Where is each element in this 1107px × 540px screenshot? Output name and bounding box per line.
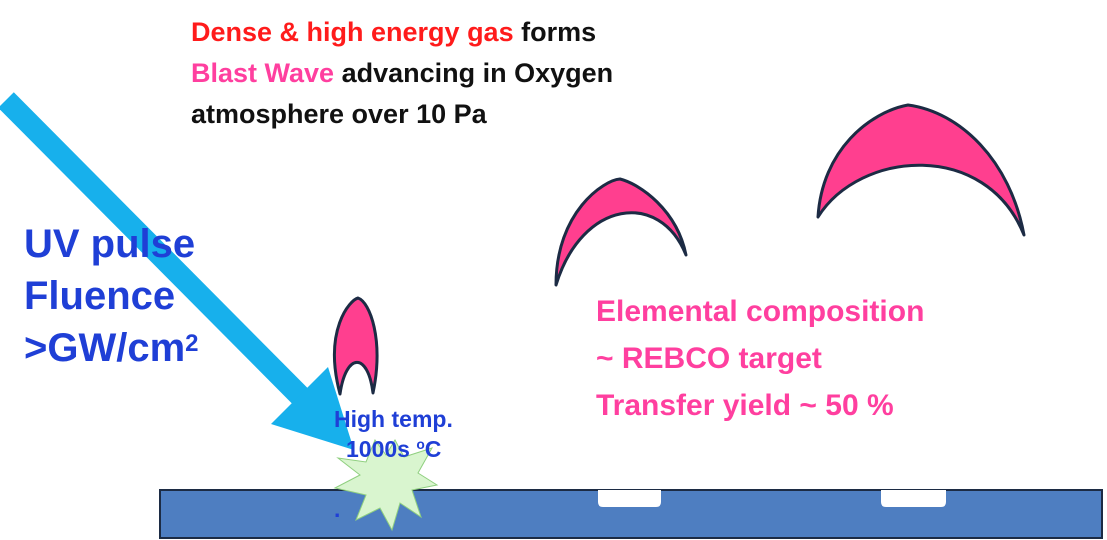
stray-mark: . xyxy=(334,496,341,522)
composition-line-1: Elemental composition xyxy=(596,295,925,328)
uv-pulse-label: UV pulse Fluence >GW/cm2 xyxy=(24,218,199,374)
substrate-notch xyxy=(598,490,661,507)
blast-wave-highlight: Blast Wave xyxy=(191,58,335,88)
high-temp-line-1: High temp. xyxy=(334,406,453,432)
degree-mark: o xyxy=(416,437,425,452)
headline-text: forms xyxy=(513,17,597,47)
high-temp-label: High temp. 1000s oC xyxy=(334,404,453,464)
uv-laser-arrow-head xyxy=(271,367,354,450)
headline-line-2: Blast Wave advancing in Oxygen xyxy=(191,53,613,94)
headline-line-1: Dense & high energy gas forms xyxy=(191,12,613,53)
blast-wave-plume-medium xyxy=(554,177,688,287)
uv-pulse-line-3: >GW/cm2 xyxy=(24,322,199,374)
composition-label: Elemental composition ~ REBCO target Tra… xyxy=(596,288,924,429)
fluence-exponent: 2 xyxy=(185,330,199,357)
blast-wave-plume-small xyxy=(333,296,379,396)
composition-line-2: ~ REBCO target xyxy=(596,342,822,375)
temperature-value: 1000s xyxy=(346,436,417,462)
blast-wave-description: Dense & high energy gas forms Blast Wave… xyxy=(191,12,613,135)
dense-gas-highlight: Dense & high energy gas xyxy=(191,17,514,47)
headline-text: advancing in Oxygen xyxy=(334,58,614,88)
substrate-notch xyxy=(881,490,946,507)
uv-pulse-line-2: Fluence xyxy=(24,274,176,318)
hot-spot-burst xyxy=(333,438,439,532)
high-temp-line-2: 1000s oC xyxy=(334,434,453,464)
temperature-unit: C xyxy=(424,436,442,462)
blast-wave-plume-large xyxy=(816,103,1026,237)
uv-laser-arrow-shaft xyxy=(0,92,309,405)
composition-line-3: Transfer yield ~ 50 % xyxy=(596,389,894,422)
fluence-value: >GW/cm xyxy=(24,326,186,370)
uv-pulse-line-1: UV pulse xyxy=(24,222,196,266)
headline-line-3: atmosphere over 10 Pa xyxy=(191,99,487,129)
